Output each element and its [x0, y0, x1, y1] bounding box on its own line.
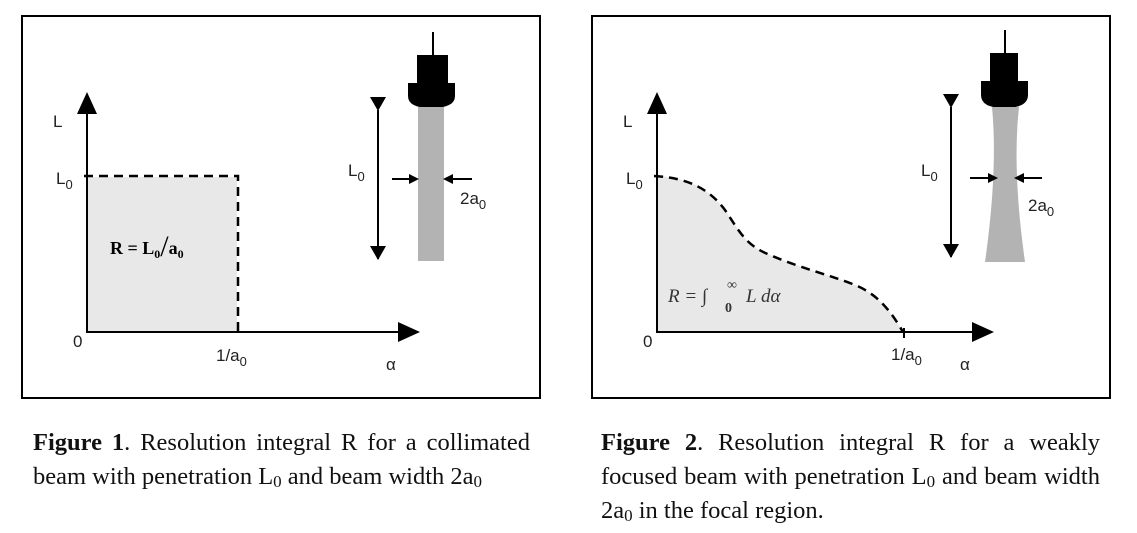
caption-title: Figure 1 — [33, 429, 125, 456]
dashed-curve — [653, 174, 905, 333]
transducer-icon — [408, 32, 455, 108]
origin-label: 0 — [73, 332, 82, 351]
dashed-boundary — [84, 174, 240, 332]
formula-r: R = L0/a0 — [110, 230, 184, 263]
origin-label: 0 — [643, 332, 652, 351]
figure-2-caption: Figure 2. Resolution integral R for a we… — [601, 426, 1100, 528]
caption-sub: 0 — [273, 472, 282, 491]
y-tick-label: L0 — [626, 169, 643, 192]
focused-beam — [985, 107, 1025, 262]
beam-length-label: L0 — [348, 161, 365, 184]
beam-width-label: 2a0 — [460, 189, 486, 212]
svg-text:R = ∫: R = ∫ — [667, 286, 709, 308]
caption-text: . Resolution integral R for a weakly foc… — [601, 429, 1100, 490]
beam-length-label: L0 — [921, 161, 938, 184]
svg-text:∞: ∞ — [727, 278, 737, 293]
svg-text:0: 0 — [725, 301, 732, 316]
x-axis-label: α — [960, 355, 970, 374]
x-tick-label: 1/a0 — [216, 346, 247, 369]
figure-1: L L0 0 1/a0 α R = L0/a0 L0 2a0 — [21, 15, 541, 399]
figure-2: L L0 0 1/a0 α R = ∫ ∞ 0 L dα L0 2a0 — [591, 15, 1111, 399]
transducer-icon — [981, 30, 1028, 108]
beam-width-label: 2a0 — [1028, 196, 1054, 219]
shaded-region — [88, 177, 237, 332]
caption-text: and beam width 2a — [281, 463, 474, 490]
x-tick-label: 1/a0 — [891, 345, 922, 368]
figure-2-frame — [591, 15, 1111, 399]
caption-title: Figure 2 — [601, 429, 698, 456]
collimated-beam — [418, 107, 444, 261]
formula-integral: R = ∫ ∞ 0 L dα — [667, 278, 781, 316]
x-axis-label: α — [386, 355, 396, 374]
caption-sub: 0 — [473, 472, 483, 491]
y-axis-label: L — [53, 112, 62, 131]
caption-text: and beam width 2a — [601, 463, 1100, 524]
caption-sub: 0 — [624, 506, 633, 525]
caption-text: in the focal region. — [632, 497, 824, 524]
figure-1-caption: Figure 1. Resolution integral R for a co… — [33, 426, 530, 494]
figure-1-frame — [21, 15, 541, 399]
caption-sub: 0 — [926, 472, 936, 491]
y-tick-label: L0 — [56, 169, 73, 192]
shaded-region — [658, 176, 903, 332]
svg-text:L dα: L dα — [745, 286, 781, 307]
y-axis-label: L — [623, 112, 632, 131]
caption-text: . Resolution integral R for a collimated… — [33, 429, 530, 490]
